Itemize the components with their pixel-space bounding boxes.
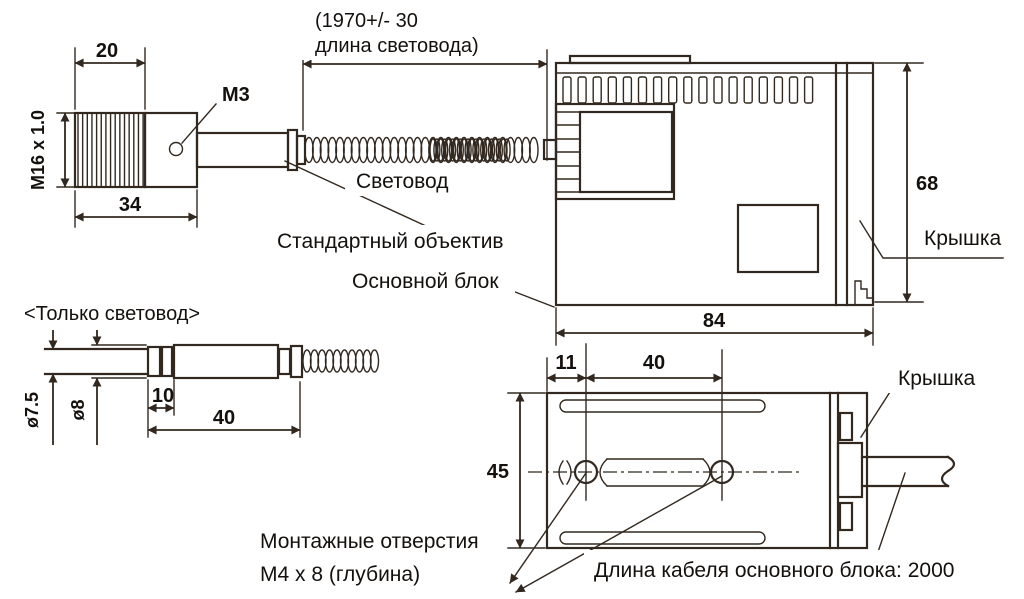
cover-leader-line-top	[859, 220, 1004, 259]
fiber-cable	[302, 49, 548, 164]
lower-window	[736, 203, 820, 274]
mounting-label-line2: М4 х 8 (глубина)	[260, 563, 420, 586]
dim-dia-cable: ø7.5	[22, 392, 42, 428]
cable-break-symbol	[940, 455, 956, 488]
connector-neck	[277, 347, 292, 376]
top-raised-strip	[568, 54, 692, 65]
mounting-holes-leader-2	[515, 475, 723, 593]
fiber-length-note-box	[300, 2, 542, 60]
m3-screw-hole	[168, 141, 184, 157]
dim-hole-offset: 11	[555, 352, 576, 374]
thread-spec-label: M16 x 1.0	[28, 110, 48, 190]
thread-hatch	[77, 113, 144, 187]
fiber-only-title-box	[13, 294, 235, 330]
dim-unit-width: 84	[703, 310, 726, 332]
connector-end-ring	[289, 344, 304, 379]
mounting-label-box	[248, 521, 506, 591]
fiber-ring-2	[295, 134, 307, 166]
cable-note-leader-line	[877, 472, 906, 553]
dim-dia-body: ø8	[68, 399, 88, 420]
connector-ring-2	[160, 345, 174, 378]
fiber-only-view	[43, 329, 380, 445]
fiber-length-note-line2: длина световода)	[315, 35, 479, 57]
cable-note-box	[584, 550, 954, 588]
main-unit-bottom-view	[507, 343, 956, 593]
main-unit-label-box	[341, 265, 515, 295]
head-barrel	[195, 131, 290, 169]
main-unit-leader-line	[509, 289, 555, 308]
main-unit-label: Основной блок	[352, 270, 499, 293]
upper-groove	[559, 399, 766, 413]
cover-screw-2	[838, 501, 854, 532]
m3-leader-line	[181, 103, 217, 144]
center-channel	[558, 458, 711, 487]
dim-head-length: 34	[119, 194, 142, 216]
terminal-strip	[555, 111, 581, 193]
cover-label-bottom: Крышка	[898, 367, 976, 390]
fiber-label-box	[345, 165, 460, 196]
fiber-label: Световод	[356, 170, 449, 193]
standard-lens-label: Стандартный объектив	[277, 230, 504, 253]
fiber-only-title: <Только световод>	[24, 303, 200, 325]
sensor-head-view	[56, 47, 307, 228]
mounting-holes-leader-1	[509, 472, 587, 584]
dim-connector: 10	[152, 385, 174, 407]
main-unit-side-view	[542, 54, 1004, 346]
cover-screw-1	[838, 411, 854, 442]
connector-body	[172, 343, 280, 380]
connector-ring-1	[146, 345, 162, 378]
cover-label-box-top	[914, 221, 1019, 252]
display-window	[578, 110, 674, 194]
vent-slots	[562, 76, 814, 104]
fiber-coil	[304, 136, 539, 164]
cable-gland	[836, 441, 864, 499]
m3-label: M3	[222, 84, 250, 106]
dim-depth: 45	[487, 461, 509, 483]
fiber-port	[542, 138, 558, 161]
bottom-step-detail	[854, 280, 874, 306]
dim-hole-pitch: 40	[643, 352, 665, 374]
dim-unit-height: 68	[916, 173, 938, 195]
cover-label-top: Крышка	[924, 227, 1002, 250]
standard-lens-label-box	[266, 225, 515, 255]
dim-rigid-length: 40	[213, 407, 235, 429]
fiber-only-coil	[302, 349, 380, 373]
fiber-length-note-line1: (1970+/- 30	[315, 10, 418, 32]
cover-label-box-bottom	[888, 362, 1004, 393]
mounting-label-line1: Монтажные отверстия	[260, 530, 479, 553]
lower-groove	[559, 531, 766, 545]
cable-note-label: Длина кабеля основного блока: 2000	[594, 559, 954, 582]
head-body	[143, 111, 199, 189]
dim-thread-length: 20	[96, 40, 118, 62]
bottom-outline	[545, 391, 869, 550]
cover-leader-line-bottom	[860, 391, 891, 438]
